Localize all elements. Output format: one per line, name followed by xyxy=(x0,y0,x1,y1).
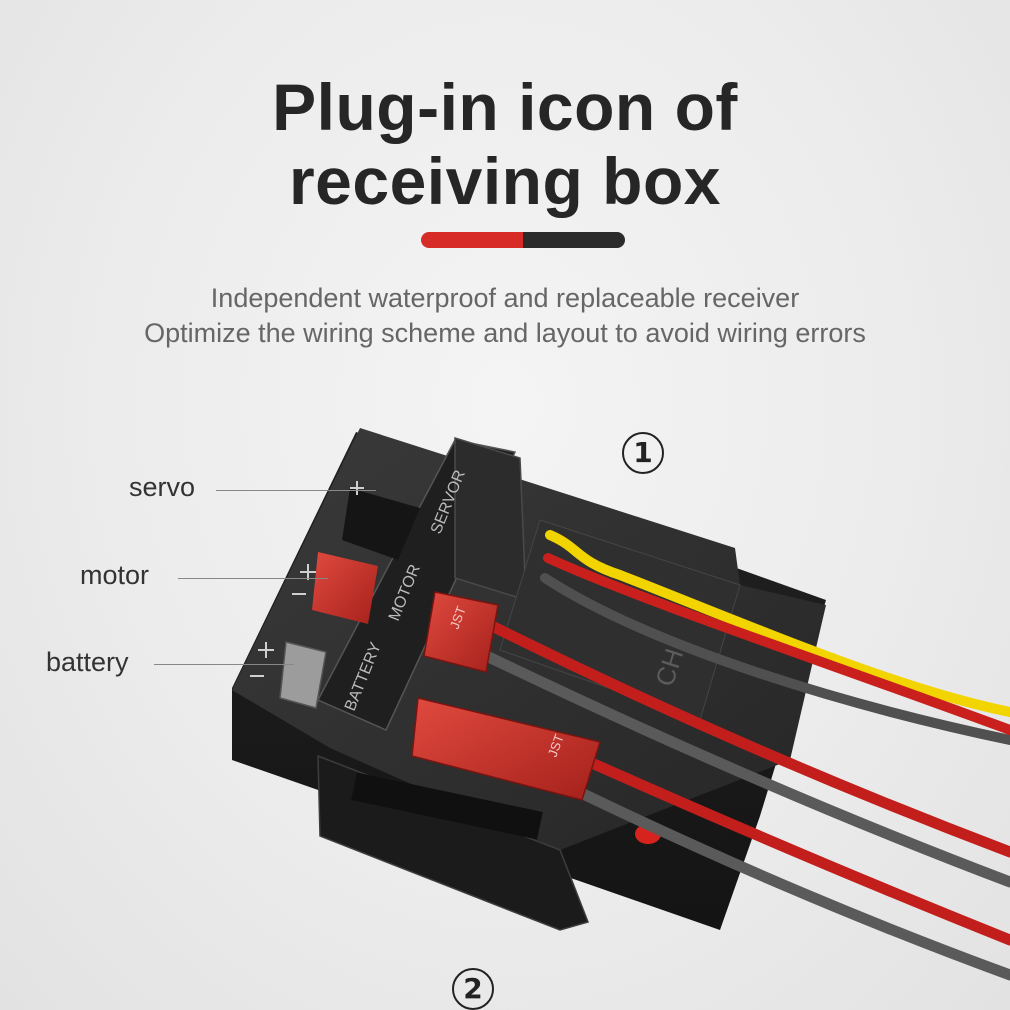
marker-one: 1 xyxy=(622,432,664,474)
callout-battery-line xyxy=(154,664,294,665)
title-accent-bar xyxy=(421,232,625,248)
callout-motor-line xyxy=(178,578,328,579)
motor-plug xyxy=(312,552,378,624)
jst-plug-upper: JST xyxy=(423,591,499,673)
jst-label-upper: JST xyxy=(447,604,469,631)
polarity-marks xyxy=(250,481,364,677)
callout-battery: battery xyxy=(46,647,129,677)
marker-two: 2 xyxy=(452,968,494,1010)
callout-motor: motor xyxy=(80,560,150,590)
jst-label-lower: JST xyxy=(545,732,567,759)
title-line-2: receiving box xyxy=(289,144,721,218)
title-line-1: Plug-in icon of xyxy=(272,70,738,144)
callout-servo-line xyxy=(216,490,376,491)
callout-servo: servo xyxy=(129,472,196,502)
wire-bundle xyxy=(464,530,1010,981)
subtitle-line-2: Optimize the wiring scheme and layout to… xyxy=(144,318,866,348)
accent-bar-red xyxy=(421,232,523,248)
jst-plug-lower: JST xyxy=(411,697,601,801)
subtitle-line-1: Independent waterproof and replaceable r… xyxy=(210,283,800,313)
battery-port xyxy=(279,641,327,709)
accent-bar-dark xyxy=(523,232,625,248)
page-title: Plug-in icon of receiving box xyxy=(0,70,1010,218)
